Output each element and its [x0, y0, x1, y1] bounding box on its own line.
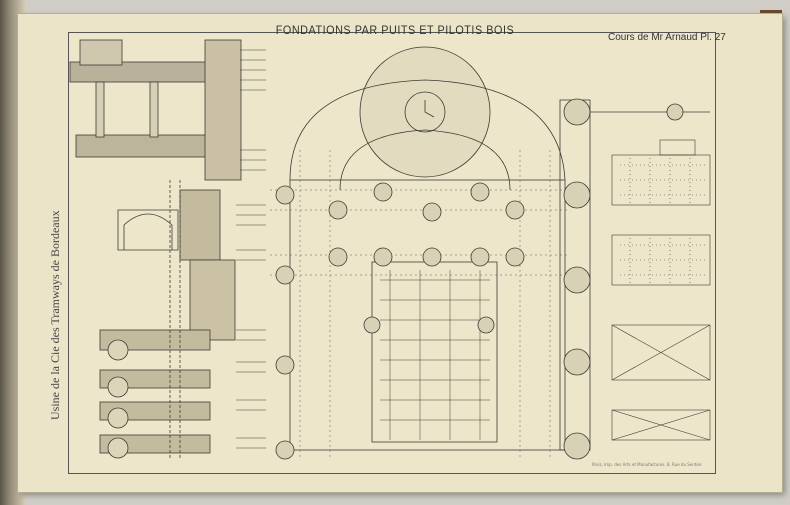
foundation-plan	[270, 46, 570, 460]
pier-column	[559, 98, 710, 460]
side-label: Usine de la Cie des Tramways de Bordeaux	[48, 210, 62, 420]
printer-credit: Paris, Imp. des Arts et Manufactures. 8,…	[592, 462, 703, 467]
plate-title: FONDATIONS PAR PUITS ET PILOTIS BOIS	[275, 23, 515, 37]
course-reference: Cours de Mr Arnaud Pl. 27	[608, 32, 726, 43]
section-elevation	[69, 39, 266, 460]
detail-grids	[611, 139, 711, 441]
